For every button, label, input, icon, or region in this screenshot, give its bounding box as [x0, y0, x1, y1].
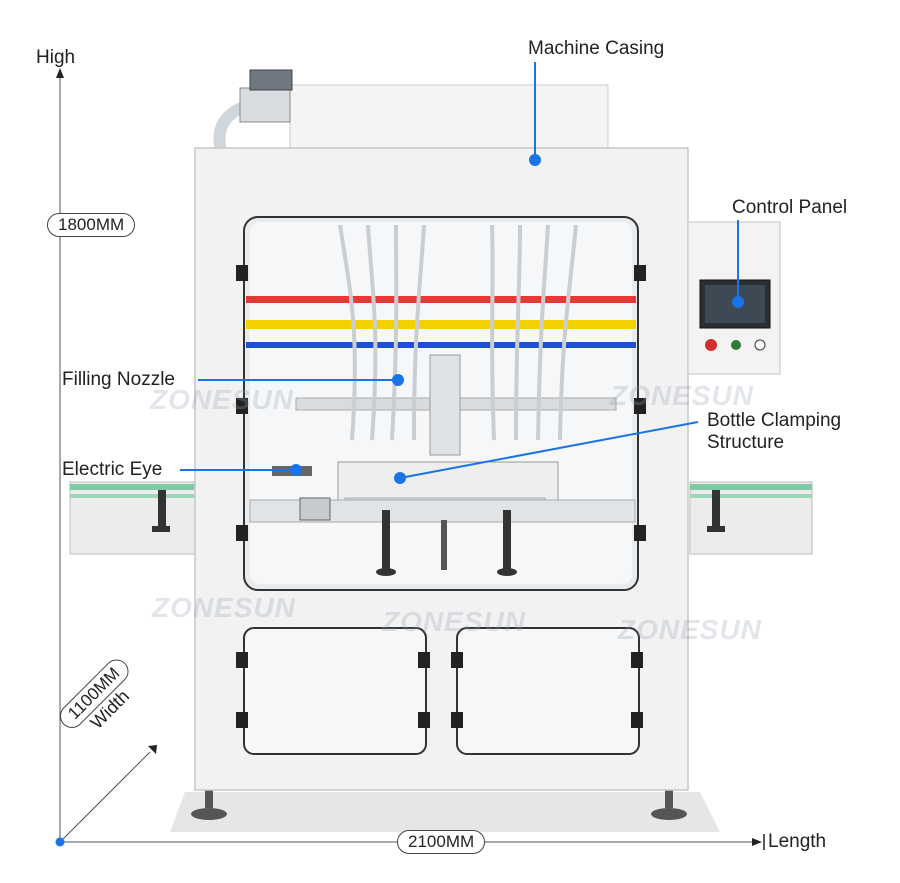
watermark: ZONESUN [610, 380, 754, 411]
origin-dot [55, 837, 65, 847]
lower-doors [236, 627, 643, 755]
watermark: ZONESUN [150, 384, 294, 415]
label-control-panel: Control Panel [732, 197, 848, 218]
control-panel-box [687, 221, 781, 375]
label-bottle-clamping-line2: Structure [707, 431, 785, 453]
length-arrow-icon [752, 838, 762, 846]
height-dimension-badge: 1800MM [47, 213, 136, 237]
window-hinges [236, 265, 646, 541]
label-electric-eye: Electric Eye [62, 459, 163, 480]
red-stripe [246, 296, 636, 303]
floor-shadow [170, 792, 720, 832]
label-bottle-clamping: Bottle Clamping Structure [707, 410, 841, 454]
label-machine-casing: Machine Casing [528, 38, 665, 59]
label-bottle-clamping-line1: Bottle Clamping [707, 410, 842, 431]
main-window [243, 216, 639, 591]
watermark: ZONESUN [618, 614, 762, 645]
length-dimension-badge: 2100MM [397, 830, 486, 854]
blue-stripe [246, 342, 636, 348]
conveyor-right [689, 481, 813, 555]
label-high: High [36, 47, 76, 68]
watermark: ZONESUN [382, 606, 526, 637]
width-arrow-icon [148, 745, 157, 754]
label-filling-nozzle: Filling Nozzle [62, 369, 175, 390]
machine-feet [191, 790, 687, 820]
watermark: ZONESUN [152, 592, 296, 623]
high-arrow-icon [56, 68, 64, 78]
label-length: Length [768, 831, 827, 852]
conveyor-left [69, 481, 196, 555]
yellow-stripe [246, 320, 636, 329]
callout-lines [180, 62, 744, 484]
top-tank [213, 69, 609, 157]
